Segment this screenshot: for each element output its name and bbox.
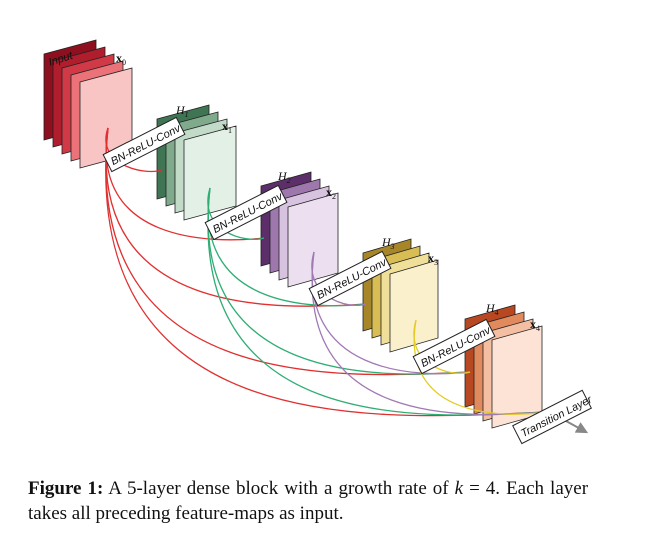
feature-map-sheet [389, 259, 439, 353]
layer-label-h3: H3 [381, 235, 395, 251]
output-labels: x0 x1 x2 x3 x4 [116, 51, 540, 333]
op-box-frame [308, 250, 392, 307]
dense-block-diagram: BN-ReLU-ConvBN-ReLU-ConvBN-ReLU-ConvBN-R… [43, 39, 595, 445]
output-label-x0: x0 [116, 51, 126, 67]
output-label-x4: x4 [530, 317, 540, 333]
figure-caption: Figure 1: A 5-layer dense block with a g… [28, 476, 588, 526]
dense-connections [105, 127, 549, 417]
connection-curve [413, 319, 549, 415]
caption-k-var: k [454, 478, 464, 499]
op-box-frame [412, 318, 496, 375]
caption-text-c: Each layer takes all preceding feature-m… [28, 478, 589, 524]
layer-label-h2: H2 [277, 169, 291, 185]
output-label-x2: x2 [326, 185, 336, 201]
caption-text-a: A 5-layer dense block with a growth rate… [108, 478, 449, 499]
output-label-x1: x1 [222, 119, 232, 135]
transition-box [512, 389, 592, 445]
layer-label-h1: H1 [175, 103, 189, 119]
caption-label: Figure 1: [28, 478, 104, 499]
op-box-frame [204, 184, 288, 241]
caption-text-b: = 4. [469, 478, 501, 499]
connection-curve [105, 127, 265, 241]
feature-map-sheet [287, 192, 339, 288]
input-feature-stack [43, 39, 133, 169]
feature-map-sheet [183, 125, 237, 221]
op-box-frame [102, 116, 186, 173]
output-label-x3: x3 [428, 251, 438, 267]
layer-label-h4: H4 [485, 301, 499, 317]
